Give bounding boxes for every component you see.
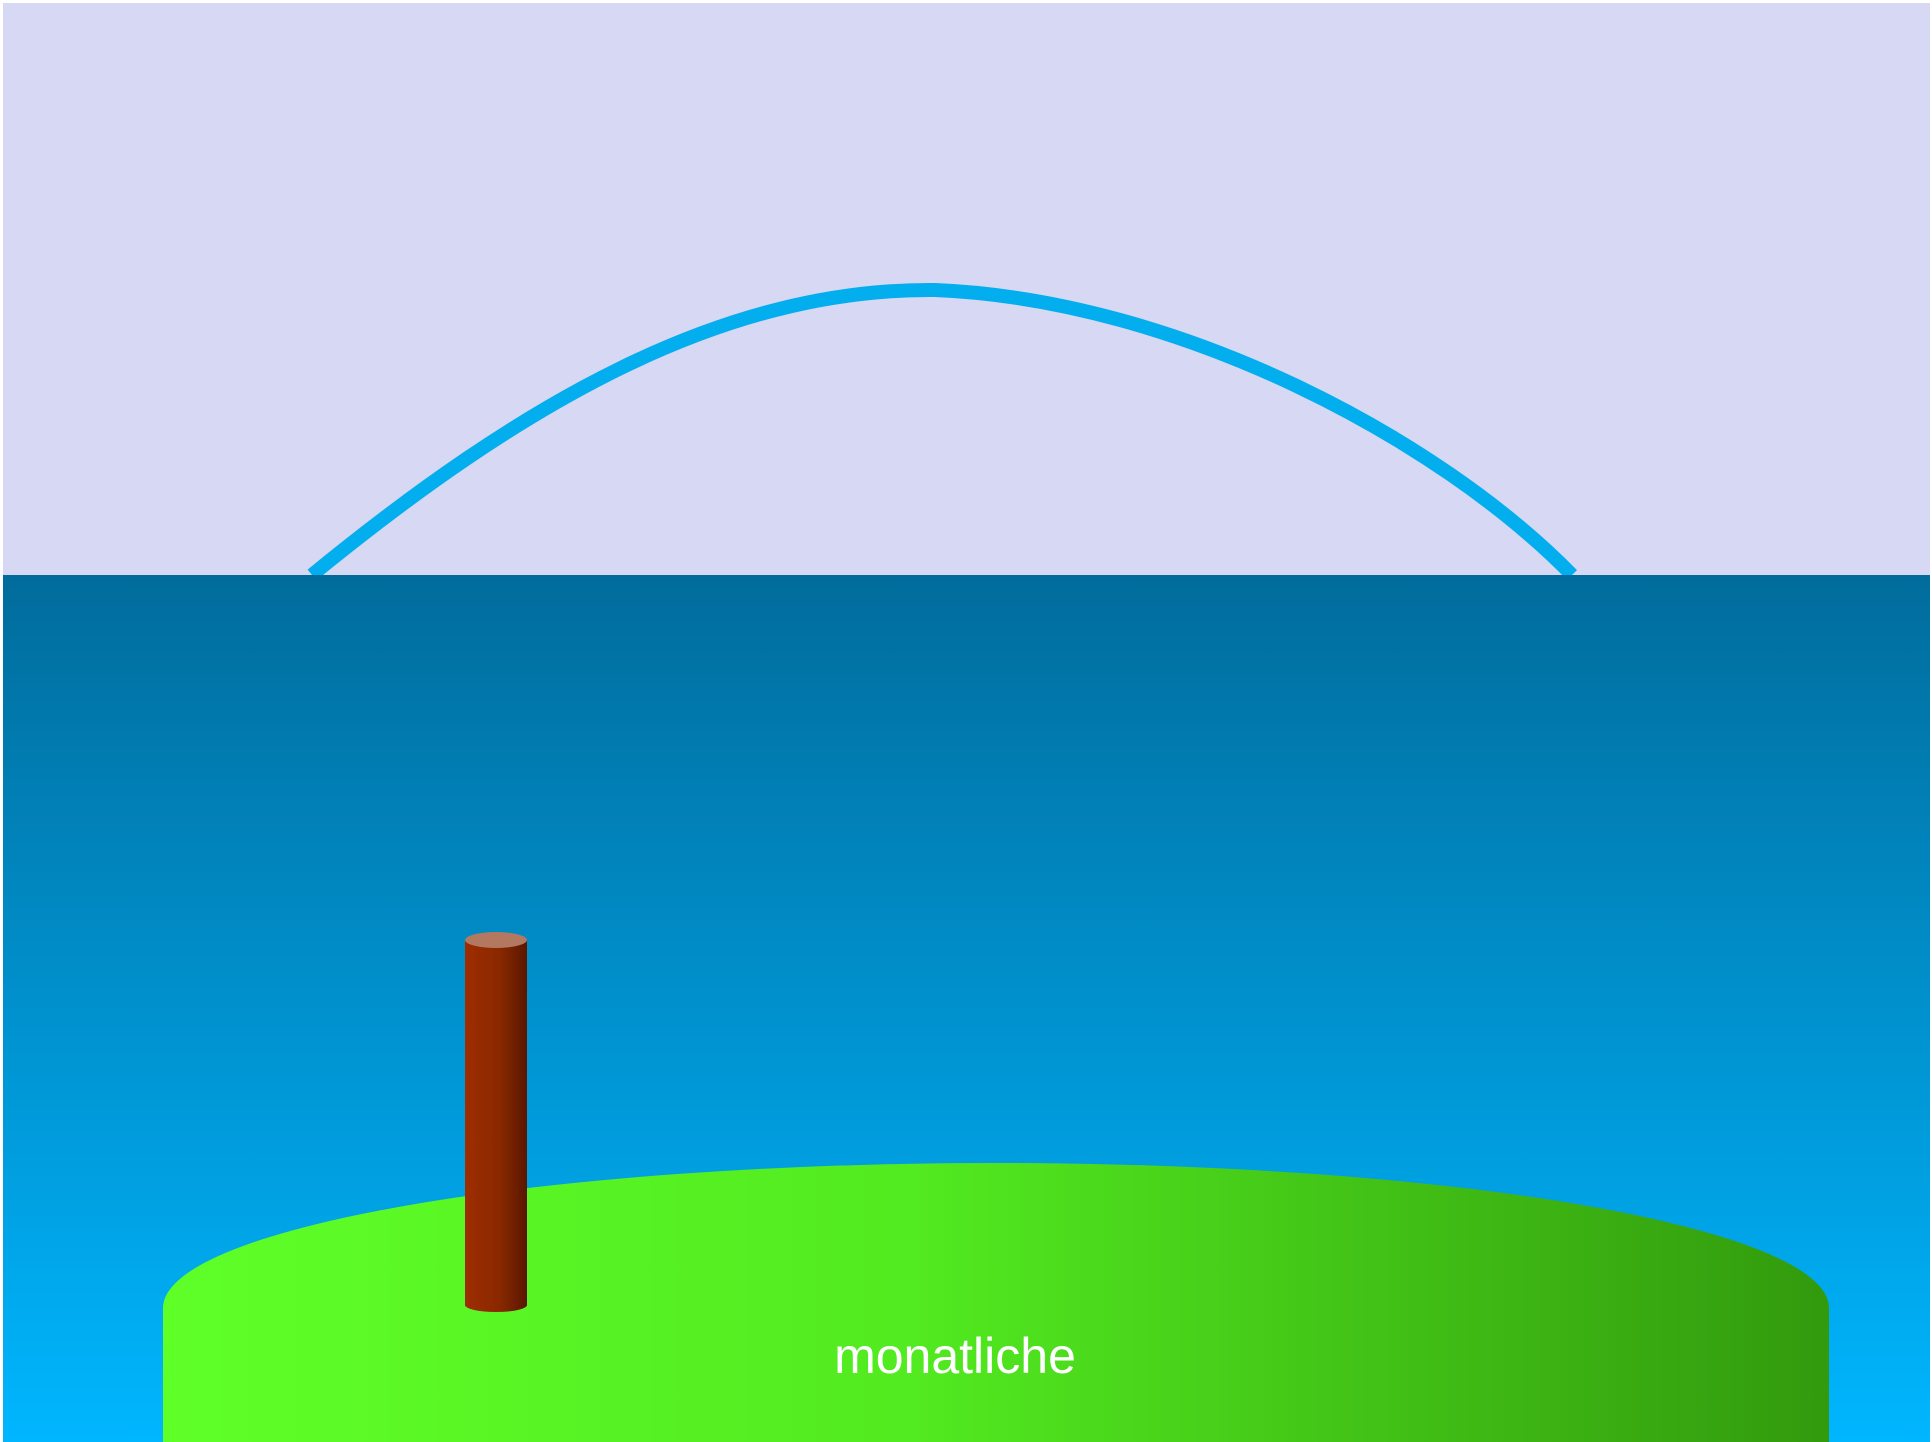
brown-pillar	[465, 932, 527, 1312]
platform-label: monatliche	[834, 1328, 1076, 1384]
pillar-top-cap	[465, 932, 527, 948]
green-platform	[163, 1163, 1829, 1442]
arc-curve	[307, 282, 1578, 581]
